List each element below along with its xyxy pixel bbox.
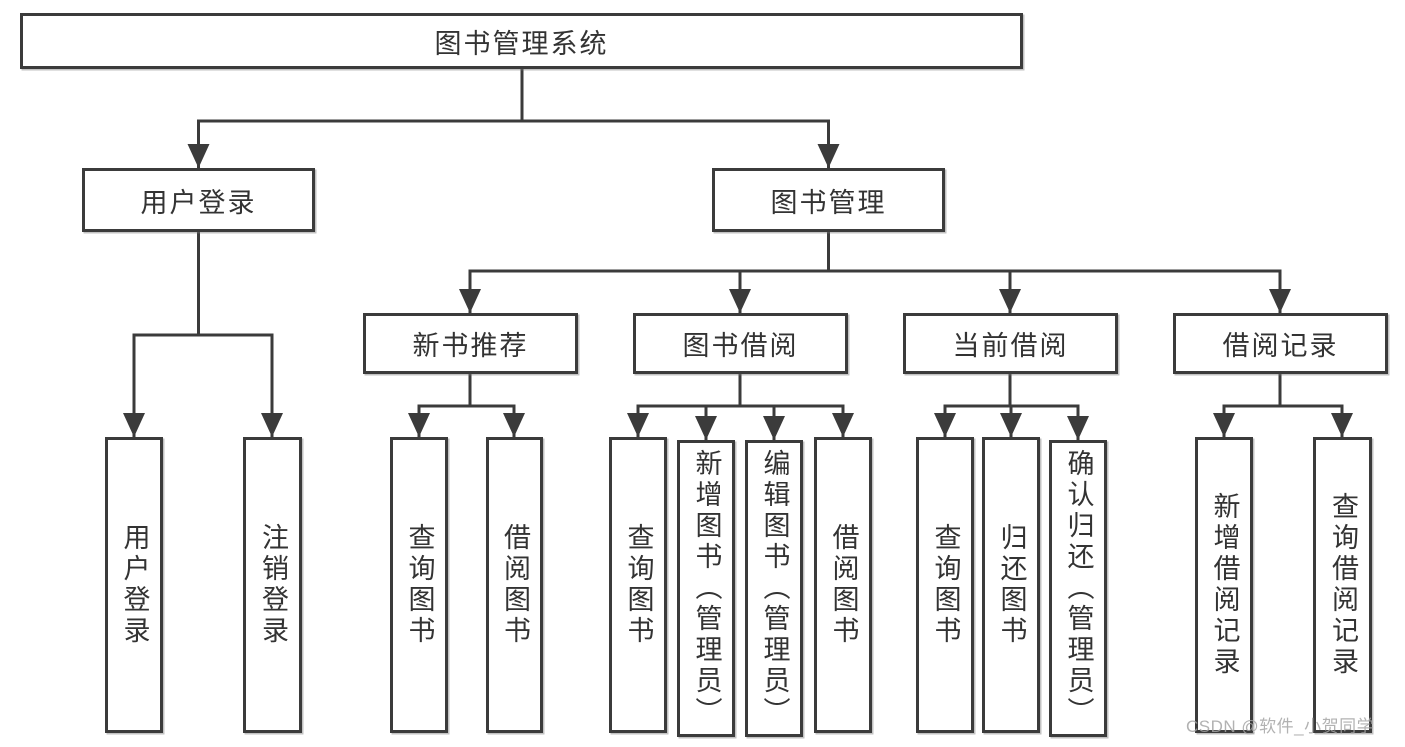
leaf-logout: 注销登录: [243, 437, 302, 733]
leaf-bb-query-book-label: 查询图书: [623, 523, 654, 647]
leaf-nbr-borrow-book: 借阅图书: [486, 437, 543, 733]
node-current-borrow-label: 当前借阅: [952, 331, 1069, 361]
leaf-br-add-record: 新增借阅记录: [1195, 437, 1253, 733]
leaf-cb-return-book: 归还图书: [982, 437, 1040, 733]
leaf-br-add-record-label: 新增借阅记录: [1209, 492, 1240, 678]
leaf-user-login: 用户登录: [105, 437, 163, 733]
connector-root-to-level2: [187, 67, 840, 170]
node-user-login: 用户登录: [82, 168, 315, 232]
connector-current-borrow-children: [934, 372, 1089, 442]
node-library-management-system-label: 图书管理系统: [434, 28, 609, 59]
leaf-nbr-query-book-label: 查询图书: [404, 523, 435, 647]
leaf-br-query-record-label: 查询借阅记录: [1328, 492, 1358, 678]
node-new-book-recommend: 新书推荐: [363, 313, 578, 374]
leaf-nbr-borrow-book-label: 借阅图书: [500, 523, 530, 647]
node-book-management: 图书管理: [712, 168, 945, 232]
leaf-br-query-record: 查询借阅记录: [1313, 437, 1372, 733]
connector-user-login-children: [123, 230, 283, 439]
connector-book-borrow-children: [627, 372, 854, 442]
leaf-bb-edit-book-admin-label: 编辑图书（管理员）: [759, 449, 790, 728]
leaf-bb-query-book: 查询图书: [609, 437, 667, 733]
node-user-login-label: 用户登录: [140, 187, 257, 218]
leaf-cb-confirm-return-admin-label: 确认归还（管理员）: [1063, 449, 1094, 728]
leaf-nbr-query-book: 查询图书: [390, 437, 448, 733]
leaf-bb-borrow-book-label: 借阅图书: [828, 523, 859, 647]
leaf-user-login-label: 用户登录: [119, 523, 150, 647]
leaf-bb-add-book-admin-label: 新增图书（管理员）: [691, 449, 722, 728]
node-current-borrow: 当前借阅: [903, 313, 1118, 374]
connector-borrow-record-children: [1213, 372, 1353, 439]
node-borrow-record: 借阅记录: [1173, 313, 1388, 374]
node-book-borrow-label: 图书借阅: [682, 331, 799, 361]
connector-new-book-recommend-children: [408, 372, 525, 439]
leaf-cb-return-book-label: 归还图书: [996, 523, 1027, 647]
node-borrow-record-label: 借阅记录: [1222, 331, 1339, 361]
leaf-bb-edit-book-admin: 编辑图书（管理员）: [745, 440, 803, 737]
node-new-book-recommend-label: 新书推荐: [412, 331, 529, 361]
leaf-cb-query-book-label: 查询图书: [930, 523, 961, 647]
leaf-cb-confirm-return-admin: 确认归还（管理员）: [1049, 440, 1107, 737]
node-library-management-system: 图书管理系统: [20, 13, 1023, 69]
leaf-bb-add-book-admin: 新增图书（管理员）: [677, 440, 735, 737]
node-book-borrow: 图书借阅: [633, 313, 848, 374]
leaf-bb-borrow-book: 借阅图书: [814, 437, 872, 733]
leaf-cb-query-book: 查询图书: [916, 437, 974, 733]
csdn-watermark: CSDN @软件_小贺同学: [1186, 717, 1375, 736]
connector-book-management-children: [459, 230, 1291, 315]
leaf-logout-label: 注销登录: [258, 523, 288, 647]
node-book-management-label: 图书管理: [770, 187, 887, 218]
